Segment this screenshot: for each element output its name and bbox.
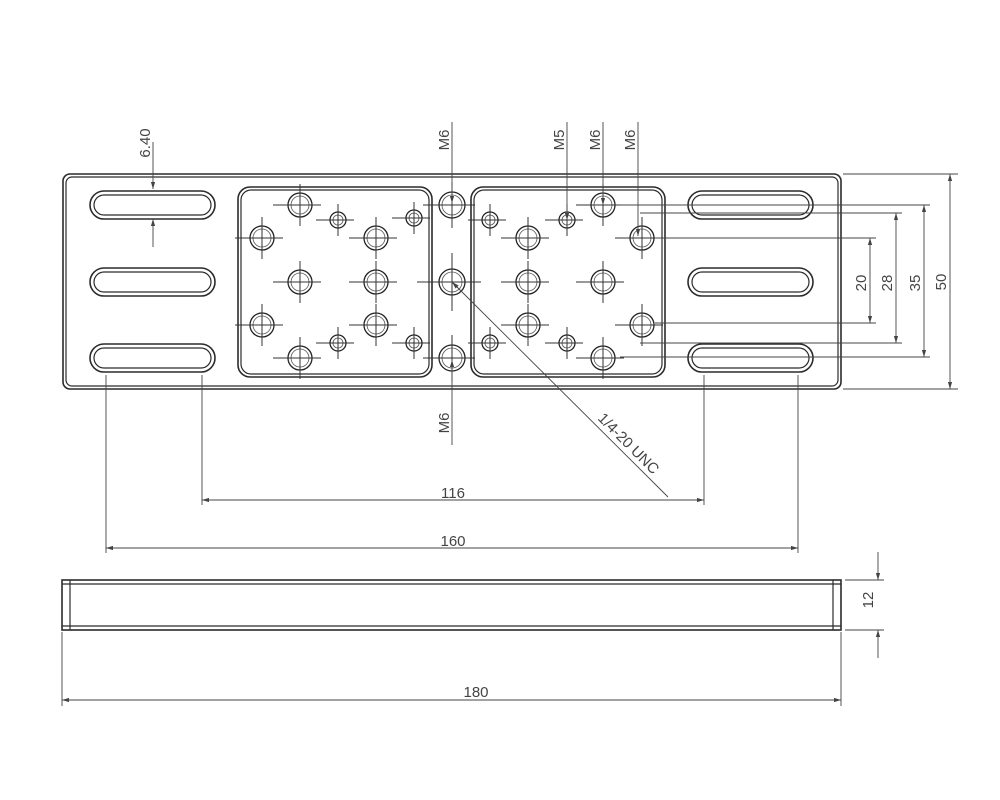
dim-116: 116	[441, 485, 465, 502]
mounting-hole	[501, 217, 549, 259]
mounting-hole	[273, 337, 321, 379]
dim-180: 180	[463, 684, 488, 701]
mounting-hole	[349, 304, 397, 346]
dim-160: 160	[440, 533, 465, 550]
slot	[89, 267, 216, 297]
dimension-lines	[61, 122, 958, 706]
mounting-hole	[501, 261, 549, 303]
dim-20: 20	[853, 275, 870, 292]
holes	[235, 182, 663, 381]
callout-m6-top-center: M6	[436, 130, 453, 151]
slot	[89, 343, 216, 373]
mounting-hole	[545, 327, 583, 359]
mounting-hole	[316, 204, 354, 236]
dim-50: 50	[933, 274, 950, 291]
callout-m5: M5	[551, 130, 568, 151]
mounting-hole	[615, 304, 663, 346]
dim-28: 28	[879, 275, 896, 292]
dimension-labels: 116 160 180 12 50 35 28 20 6.40 M6 M5 M6…	[137, 128, 950, 701]
mounting-hole	[273, 184, 321, 226]
mounting-hole	[423, 335, 475, 381]
mounting-hole	[316, 327, 354, 359]
mounting-hole	[501, 304, 549, 346]
mounting-hole	[235, 304, 283, 346]
mounting-hole	[235, 217, 283, 259]
mounting-hole	[392, 327, 430, 359]
mounting-hole	[576, 337, 624, 379]
slot	[687, 343, 814, 373]
callout-m6-a: M6	[587, 130, 604, 151]
callout-m6-bottom: M6	[436, 413, 453, 434]
mounting-hole	[273, 261, 321, 303]
mounting-hole	[545, 204, 583, 236]
callout-m6-b: M6	[622, 130, 639, 151]
mounting-hole	[349, 261, 397, 303]
mounting-hole	[576, 261, 624, 303]
dim-35: 35	[907, 275, 924, 292]
slot	[687, 267, 814, 297]
dim-6-40: 6.40	[137, 128, 154, 157]
callout-tripod-thread: 1/4-20 UNC	[594, 410, 662, 478]
plate-side-view	[61, 579, 842, 631]
mounting-hole	[423, 182, 475, 228]
mounting-hole	[468, 327, 506, 359]
mounting-hole	[392, 202, 430, 234]
dim-12: 12	[860, 592, 877, 609]
mounting-hole	[468, 204, 506, 236]
mounting-hole	[349, 217, 397, 259]
